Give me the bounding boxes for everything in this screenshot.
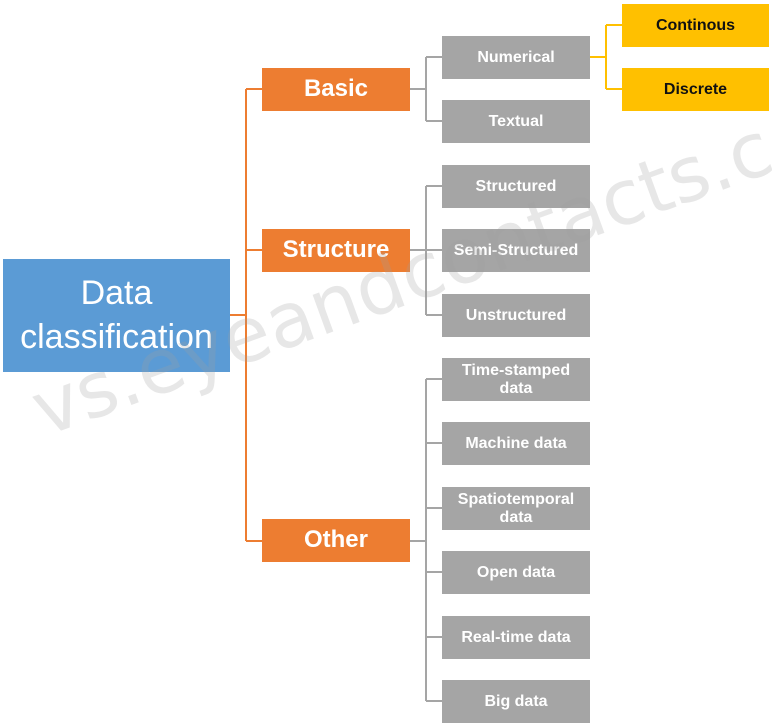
root-node-data-classification: Data classification: [3, 259, 230, 372]
leaf-real-time-data: Real-time data: [442, 616, 590, 659]
leaf-numerical: Numerical: [442, 36, 590, 79]
subleaf-discrete: Discrete: [622, 68, 769, 111]
category-other: Other: [262, 519, 410, 562]
root-label: Data classification: [20, 273, 213, 356]
subleaf-continous: Continous: [622, 4, 769, 47]
category-structure: Structure: [262, 229, 410, 272]
category-basic: Basic: [262, 68, 410, 111]
leaf-open-data: Open data: [442, 551, 590, 594]
leaf-time-stamped-data: Time-stamped data: [442, 358, 590, 401]
leaf-structured: Structured: [442, 165, 590, 208]
leaf-machine-data: Machine data: [442, 422, 590, 465]
leaf-spatiotemporal-data: Spatiotemporal data: [442, 487, 590, 530]
leaf-semi-structured: Semi-Structured: [442, 229, 590, 272]
leaf-textual: Textual: [442, 100, 590, 143]
leaf-unstructured: Unstructured: [442, 294, 590, 337]
leaf-big-data: Big data: [442, 680, 590, 723]
